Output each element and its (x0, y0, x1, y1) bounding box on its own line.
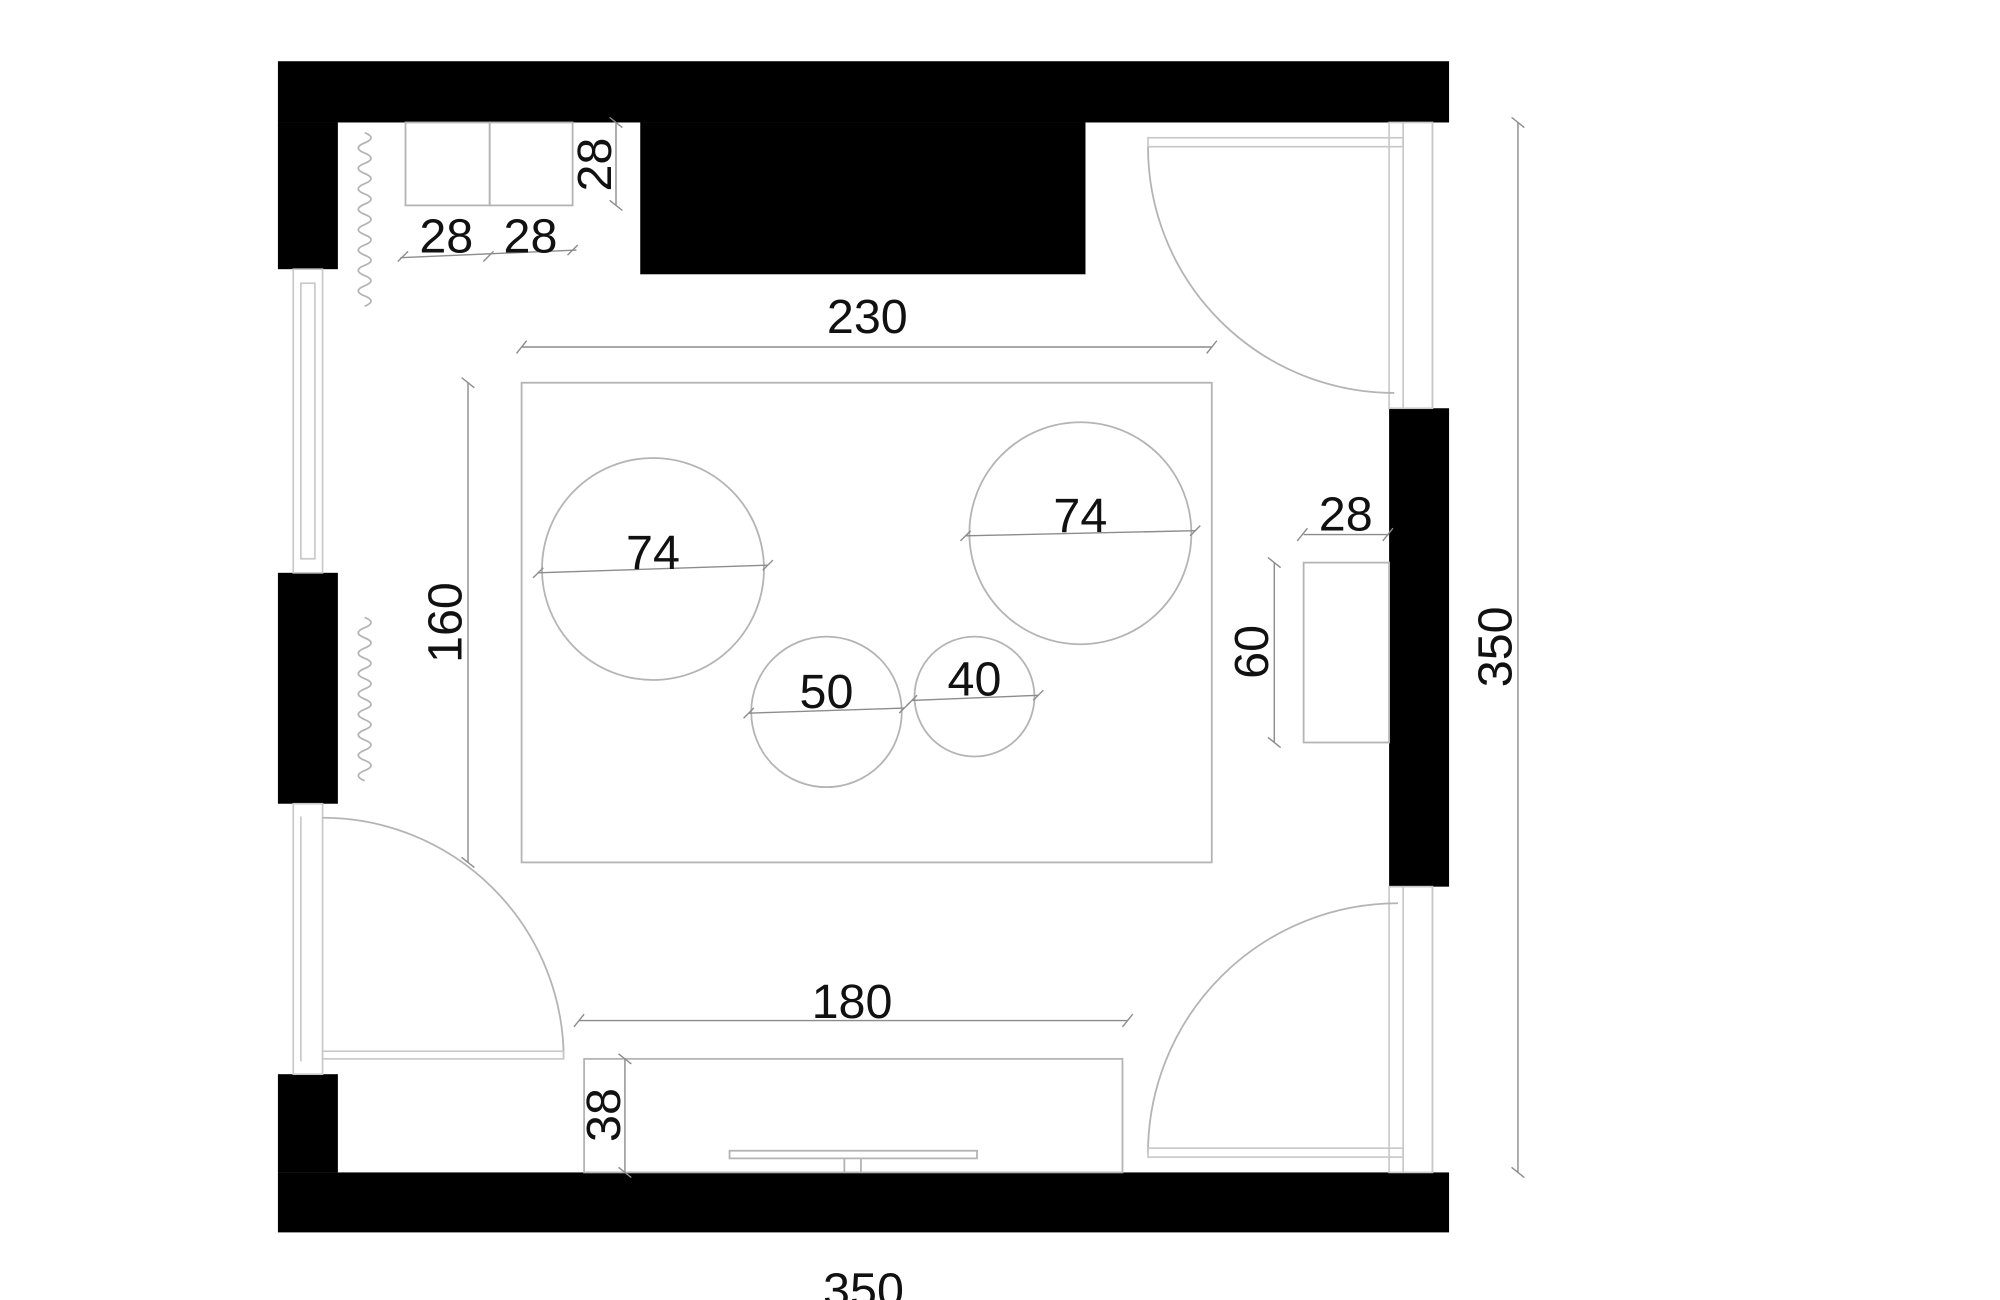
wall-left-upper (277, 122, 338, 270)
tv-unit-outline (583, 1057, 1124, 1174)
label-rug-width: 230 (827, 290, 908, 344)
tv-unit: 180 38 (573, 975, 1134, 1179)
tv-screen (728, 1149, 978, 1160)
door-right-lower (1147, 885, 1434, 1174)
label-room-width: 350 (823, 1263, 904, 1300)
label-table-large-right: 74 (1053, 489, 1107, 543)
wall-bottom (277, 1172, 1450, 1233)
door-left (292, 802, 565, 1076)
table-large-left: 74 (532, 457, 774, 681)
top-box-right (488, 121, 574, 207)
label-tv-unit-width: 180 (812, 975, 893, 1029)
table-large-right: 74 (959, 421, 1201, 646)
label-side-cabinet-depth: 28 (1319, 488, 1373, 542)
top-box-left (404, 121, 491, 207)
label-side-cabinet-length: 60 (1225, 625, 1279, 679)
wall-top (277, 61, 1450, 123)
radiator-left (357, 616, 372, 782)
wall-right-pier (1389, 408, 1450, 887)
wall-left-lower (277, 1074, 338, 1173)
door-right-upper (1147, 121, 1434, 410)
label-table-small: 40 (948, 652, 1002, 706)
label-rug-height: 160 (419, 582, 473, 663)
label-top-box-left-width: 28 (419, 210, 473, 264)
rug-outline (520, 381, 1213, 864)
window-left (292, 268, 324, 574)
label-table-medium: 50 (800, 665, 854, 719)
top-shelf-boxes: 28 28 28 (397, 116, 623, 264)
walls (277, 61, 1450, 1233)
wall-left-pier (277, 572, 338, 804)
room-dimension-right: 350 (1469, 116, 1525, 1179)
side-cabinet: 28 60 (1225, 488, 1394, 749)
rug: 230 160 (419, 290, 1218, 869)
table-medium: 50 (743, 635, 910, 789)
label-top-box-height: 28 (568, 138, 622, 192)
chimney-block (640, 122, 1086, 275)
label-table-large-left: 74 (626, 526, 680, 580)
radiator-top (357, 131, 372, 308)
side-cabinet-outline (1302, 561, 1390, 744)
table-small: 40 (906, 635, 1044, 758)
label-room-depth: 350 (1469, 606, 1523, 687)
room-dimension-bottom: 350 (823, 1263, 904, 1300)
label-top-box-right-width: 28 (504, 210, 558, 264)
label-tv-unit-depth: 38 (577, 1088, 631, 1142)
